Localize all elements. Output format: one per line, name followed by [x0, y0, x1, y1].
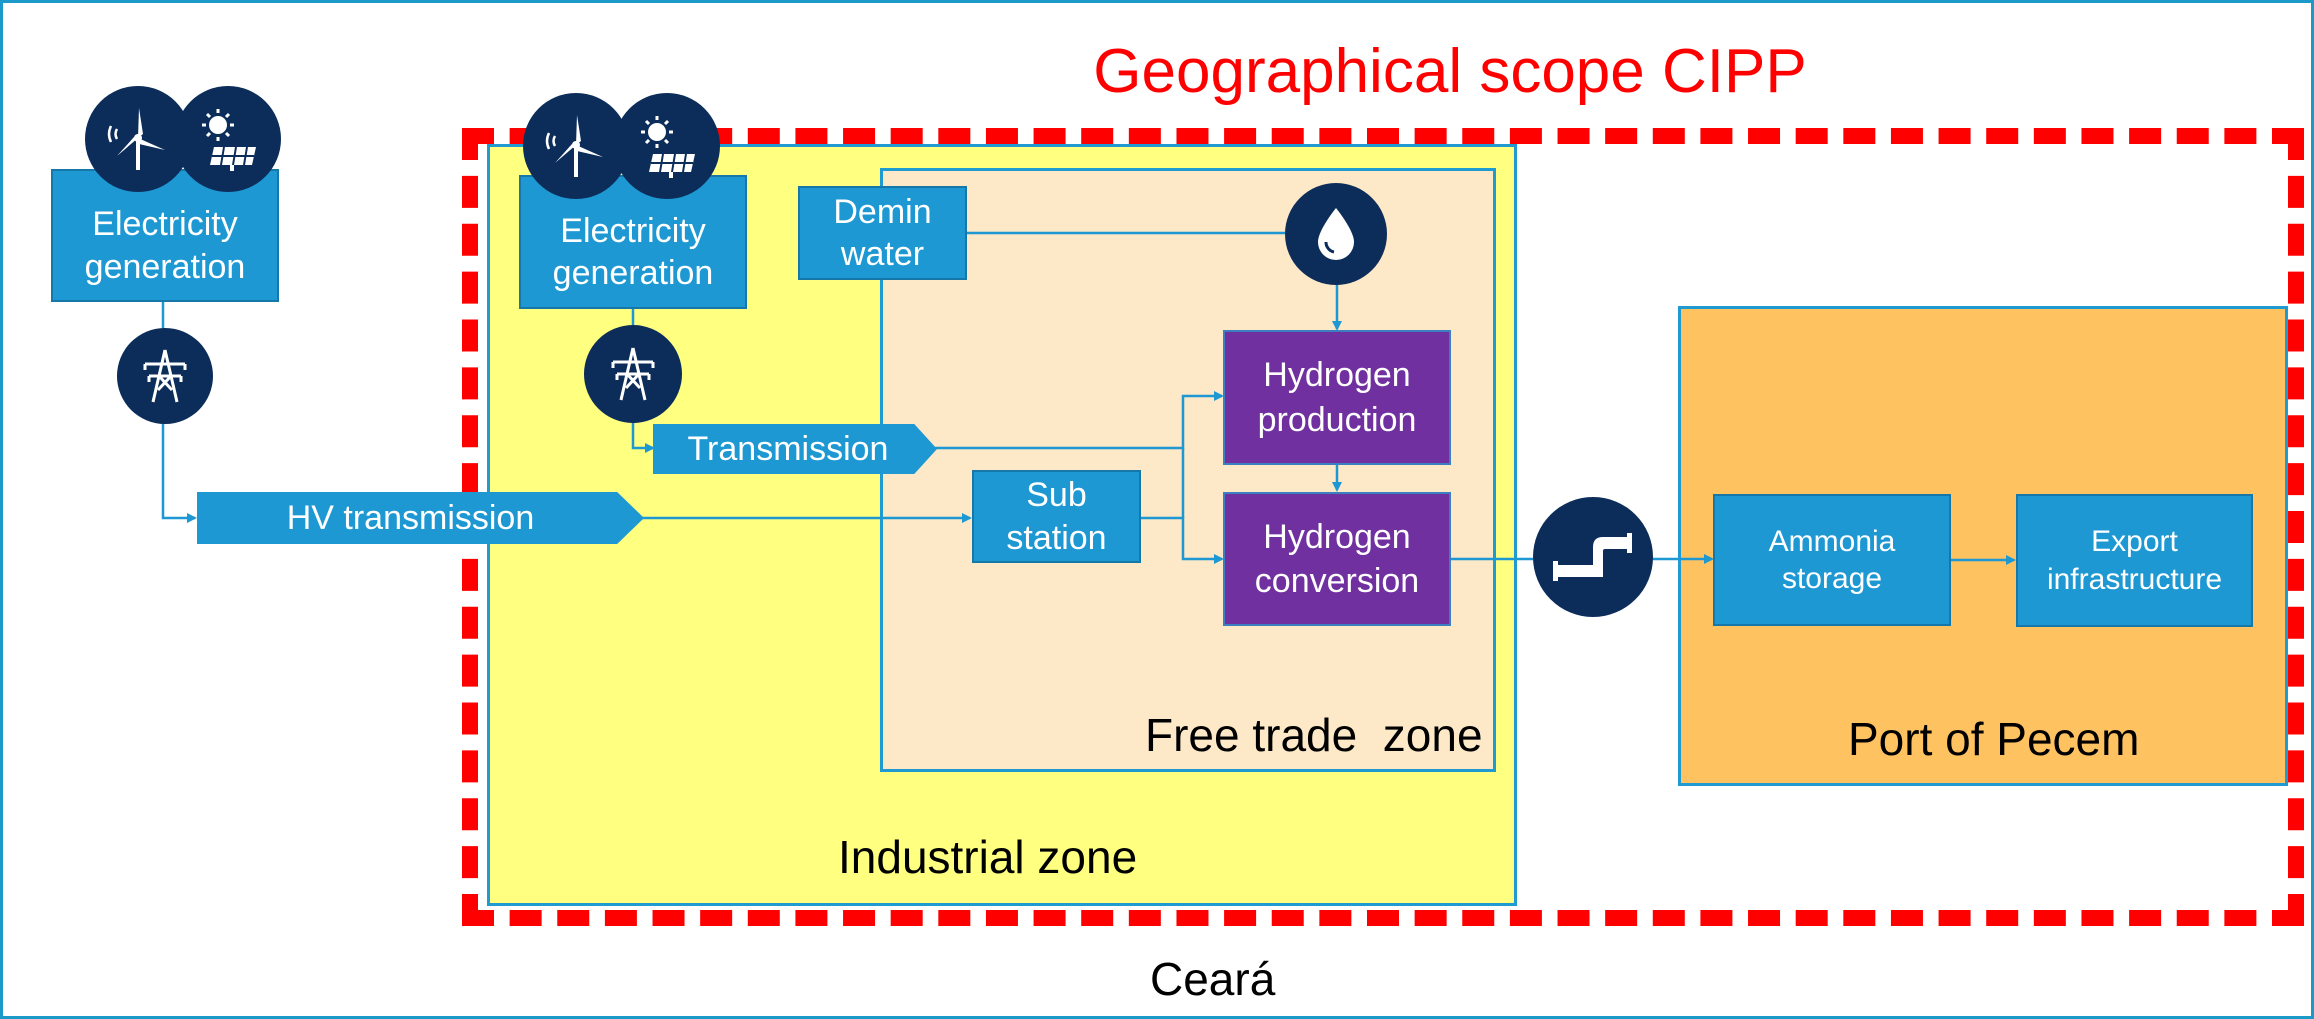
industrial-zone-label: Industrial zone: [838, 831, 1138, 883]
pipeline-icon: [1533, 497, 1653, 617]
hv-transmission-arrow: HV transmission: [197, 492, 644, 544]
wind-turbine-icon: [523, 93, 629, 199]
electricity-generation-inside-box: Electricity generation: [519, 175, 747, 309]
connector-transmission-to-production: [935, 391, 1224, 450]
connector-substation-to-conversion: [1141, 516, 1224, 564]
water-drop-icon: [1285, 183, 1387, 285]
power-tower-icon: [117, 328, 213, 424]
sub-station-box: Sub station: [972, 470, 1141, 563]
connector-outer-tower-to-hv: [161, 420, 197, 523]
wind-turbine-icon: [85, 86, 191, 192]
solar-panel-icon: [175, 86, 281, 192]
ammonia-storage-box: Ammonia storage: [1713, 494, 1951, 626]
hydrogen-conversion-box: Hydrogen conversion: [1223, 492, 1451, 626]
electricity-generation-outside-box: Electricity generation: [51, 169, 279, 302]
port-zone-label: Port of Pecem: [1848, 713, 2140, 765]
region-label: Ceará: [1150, 953, 1276, 1005]
export-infrastructure-box: Export infrastructure: [2016, 494, 2253, 627]
geographical-scope-boundary: [462, 128, 2304, 926]
solar-panel-icon: [614, 93, 720, 199]
connector-inner-tower-to-transmission: [631, 420, 655, 453]
demin-water-box: Demin water: [798, 186, 967, 280]
scope-title: Geographical scope CIPP: [1093, 37, 1807, 106]
transmission-arrow: Transmission: [653, 424, 937, 474]
free-trade-zone-label: Free trade zone: [1145, 709, 1483, 761]
power-tower-icon: [584, 325, 682, 423]
hydrogen-production-box: Hydrogen production: [1223, 330, 1451, 465]
